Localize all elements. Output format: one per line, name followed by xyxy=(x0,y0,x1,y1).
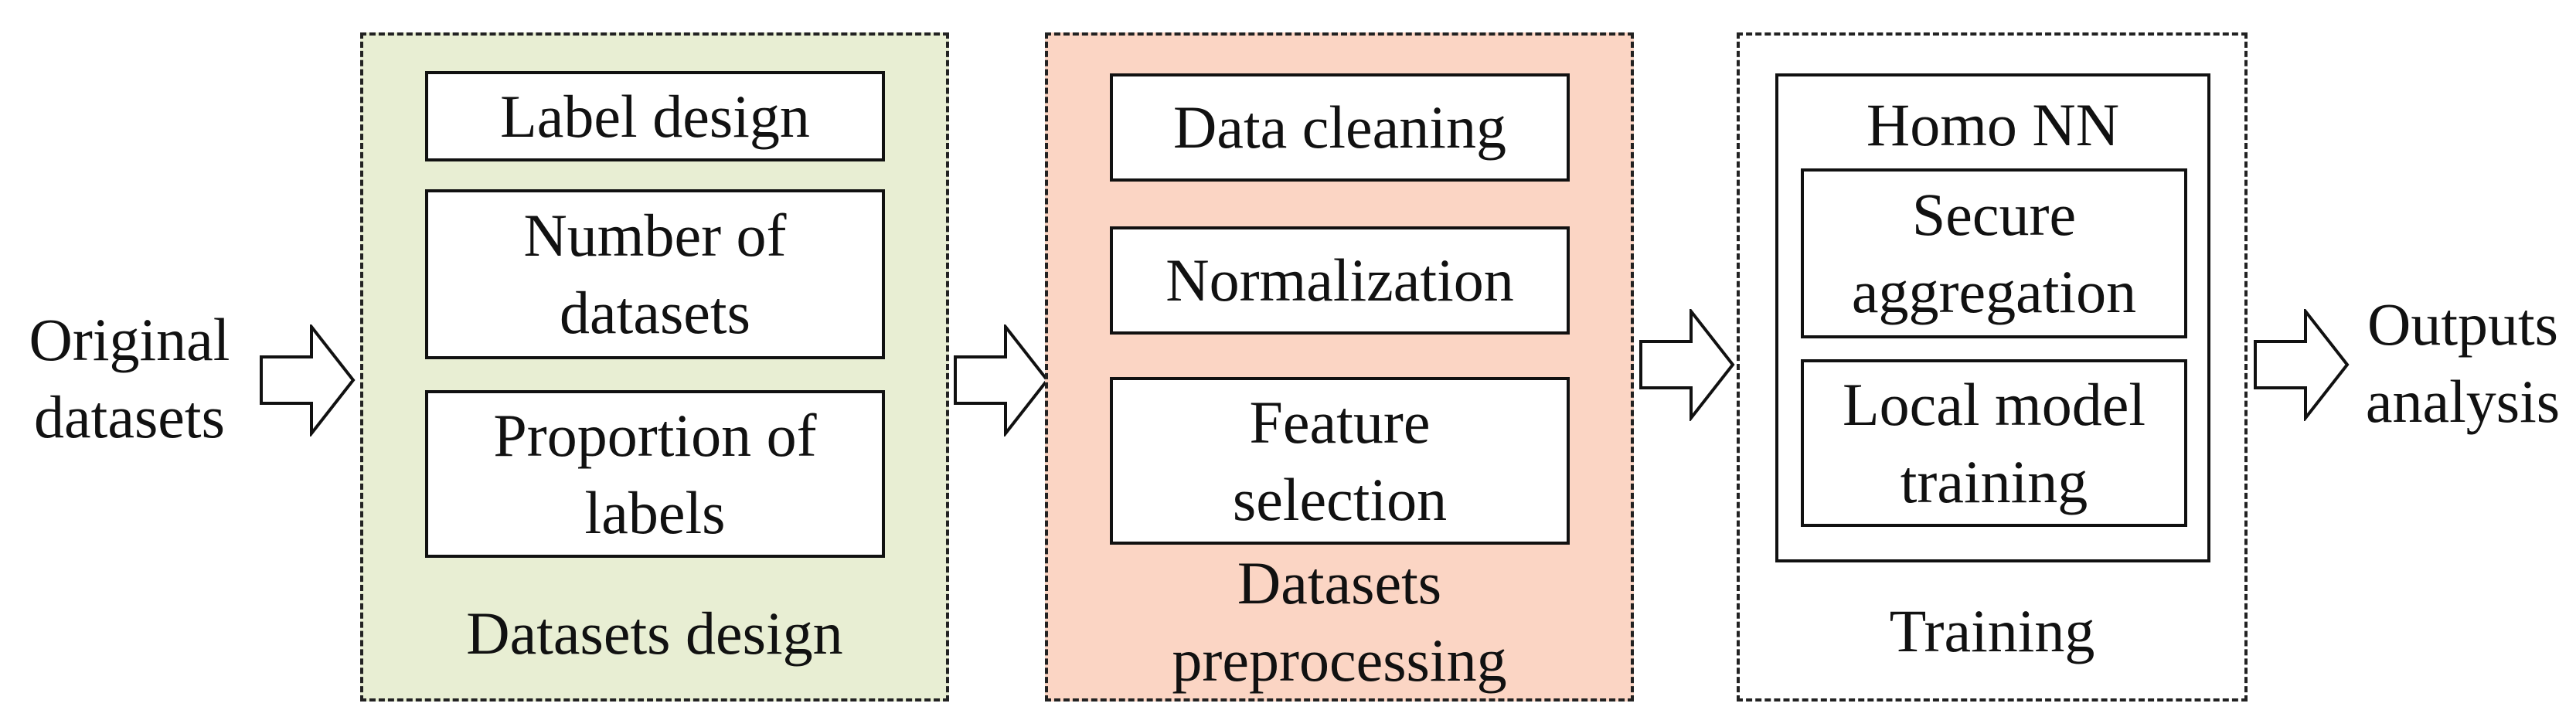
local-model-training-box: Local model training xyxy=(1801,359,2187,527)
normalization-box: Normalization xyxy=(1110,226,1570,335)
feature-selection-line1: Feature xyxy=(1249,388,1431,456)
homo-nn-title: Homo NN xyxy=(1866,91,2120,158)
label-design-text: Label design xyxy=(500,82,810,150)
input-label-line2: datasets xyxy=(34,383,225,450)
input-label-line1: Original xyxy=(29,306,230,373)
training-title: Training xyxy=(1889,597,2095,664)
secure-aggregation-line1: Secure xyxy=(1911,181,2077,248)
output-label-line2: analysis xyxy=(2365,368,2561,435)
proportion-of-labels-line2: labels xyxy=(584,478,726,546)
preprocessing-title-line2: preprocessing xyxy=(1172,627,1507,694)
label-design-box: Label design xyxy=(425,71,885,161)
input-label: Original datasets xyxy=(0,301,259,456)
normalization-text: Normalization xyxy=(1165,246,1514,314)
local-model-training-line1: Local model xyxy=(1842,370,2146,438)
arrow-right-icon xyxy=(1639,309,1735,421)
local-model-training-line2: training xyxy=(1900,447,2088,515)
datasets-preprocessing-title: Datasets preprocessing xyxy=(1045,545,1634,699)
datasets-design-title: Datasets design xyxy=(466,600,843,667)
number-of-datasets-line2: datasets xyxy=(560,279,750,346)
number-of-datasets-box: Number of datasets xyxy=(425,189,885,359)
arrow-right-icon xyxy=(260,324,356,437)
number-of-datasets-line1: Number of xyxy=(523,202,787,269)
secure-aggregation-line2: aggregation xyxy=(1851,258,2137,325)
arrow-right-icon xyxy=(2254,309,2350,421)
feature-selection-line2: selection xyxy=(1232,465,1448,533)
preprocessing-title-line1: Datasets xyxy=(1237,549,1442,617)
secure-aggregation-box: Secure aggregation xyxy=(1801,168,2187,338)
proportion-of-labels-box: Proportion of labels xyxy=(425,390,885,558)
data-cleaning-box: Data cleaning xyxy=(1110,73,1570,182)
output-label-line1: Outputs xyxy=(2367,290,2559,358)
feature-selection-box: Feature selection xyxy=(1110,377,1570,545)
proportion-of-labels-line1: Proportion of xyxy=(493,401,817,469)
output-label: Outputs analysis xyxy=(2350,286,2576,440)
data-cleaning-text: Data cleaning xyxy=(1173,93,1506,161)
arrow-right-icon xyxy=(954,324,1050,437)
